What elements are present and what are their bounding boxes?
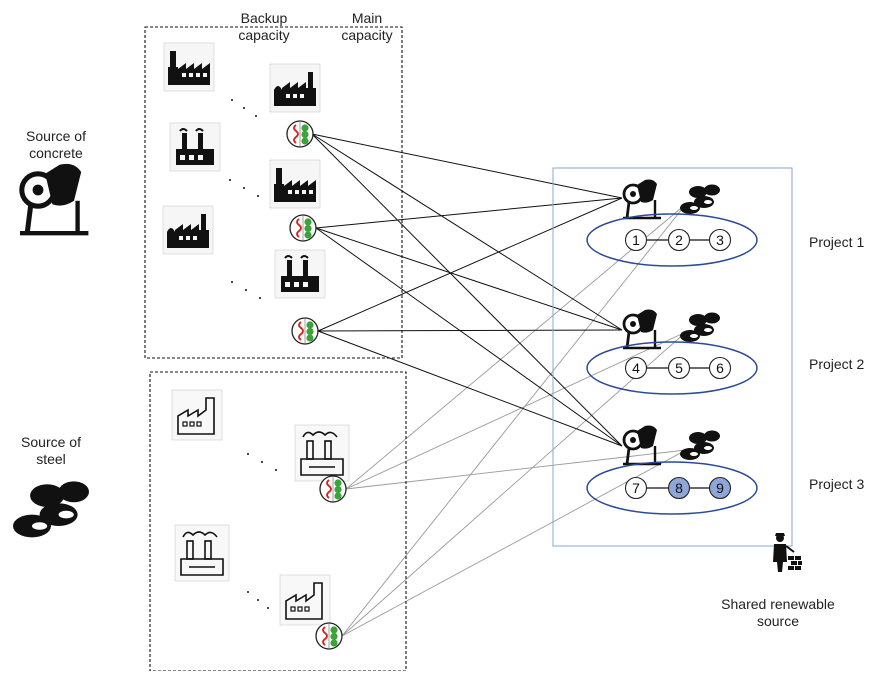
project-3-group (586, 424, 758, 515)
main-capacity-label-line-1: Main (351, 10, 383, 26)
concrete-factory-2-icon (169, 122, 221, 172)
project-1-label: Project 1 (809, 234, 865, 250)
activity-node-2-circle (667, 228, 691, 252)
activity-node-5-circle (667, 356, 691, 380)
activity-node-6-circle (708, 356, 732, 380)
concrete-link-1-to-project-1 (311, 133, 623, 199)
activity-node-3-circle (708, 228, 732, 252)
activity-node-9-circle (708, 476, 732, 500)
source-of-steel-label: Source of steel (16, 434, 86, 468)
project-1-steel-icon (680, 184, 720, 214)
activity-node-1-circle (624, 228, 648, 252)
steel-bars-icon (12, 481, 89, 538)
concrete-link-1-to-project-3 (311, 133, 623, 447)
project-2-ellipse (586, 341, 758, 395)
project-1-concrete-icon (621, 178, 663, 220)
concrete-plant-3-icon (274, 249, 326, 299)
concrete-suppliers-box (144, 26, 403, 359)
concrete-link-3-to-project-3 (317, 330, 623, 447)
project-1-group (586, 178, 758, 267)
main-capacity-label: Main capacity (333, 10, 401, 44)
concrete-plant-2-icon (269, 159, 321, 209)
project-3-ellipse (586, 461, 758, 515)
source-of-steel-label-line-2: steel (36, 451, 66, 467)
concrete-plant-3-capacity-icon (291, 317, 319, 345)
steel-plant-1-icon (294, 424, 350, 482)
activity-node-4-label: 4 (632, 360, 640, 376)
steel-link-1-to-project-1 (345, 203, 687, 490)
source-of-concrete-label-line-1: Source of (26, 128, 86, 144)
concrete-link-3-to-project-1 (317, 197, 623, 332)
worker-with-wall-icon (773, 533, 802, 572)
backup-capacity-label-line-2: capacity (238, 27, 290, 43)
project-3-label: Project 3 (809, 476, 865, 492)
concrete-link-2-to-project-2 (315, 227, 623, 331)
source-of-concrete-label: Source of concrete (16, 128, 96, 162)
activity-node-1-label: 1 (632, 232, 640, 248)
shared-renewable-source-label-line-2: source (756, 613, 800, 629)
activity-node-5-label: 5 (675, 360, 683, 376)
cement-mixer-icon (20, 164, 88, 233)
dotted-connectors (229, 99, 277, 609)
source-of-concrete-label-line-2: concrete (29, 145, 83, 161)
backup-capacity-label: Backup capacity (233, 10, 295, 44)
concrete-link-3-to-project-2 (317, 329, 623, 332)
project-2-label: Project 2 (809, 356, 865, 372)
concrete-link-2-to-project-3 (315, 227, 623, 447)
activity-node-7-circle (624, 476, 648, 500)
activity-node-6-label: 6 (716, 360, 724, 376)
project-3-concrete-icon (621, 424, 663, 466)
activity-node-3-label: 3 (716, 232, 724, 248)
concrete-plant-1-capacity-icon (286, 120, 314, 148)
concrete-factory-1-icon (163, 42, 215, 92)
activity-node-8-label: 8 (675, 480, 683, 496)
steel-factory-2-icon (174, 524, 230, 582)
project-3-steel-icon (680, 430, 720, 460)
project-1-ellipse (586, 213, 758, 267)
activity-node-9-label: 9 (716, 480, 724, 496)
supply-links (311, 133, 687, 637)
steel-link-1-to-project-2 (345, 331, 687, 490)
activity-node-8-circle (667, 476, 691, 500)
project-2-group (586, 308, 758, 395)
steel-factory-1-icon (171, 389, 223, 441)
main-capacity-label-line-2: capacity (341, 27, 393, 43)
steel-link-2-to-project-2 (341, 331, 687, 637)
concrete-plant-2-capacity-icon (289, 214, 317, 242)
renewable-region-box (552, 167, 793, 547)
shared-renewable-source-label-line-1: Shared renewable (721, 596, 835, 612)
steel-plant-1-capacity-icon (319, 475, 347, 503)
concrete-link-2-to-project-1 (315, 197, 623, 229)
steel-link-2-to-project-1 (341, 203, 687, 637)
concrete-link-1-to-project-2 (311, 133, 623, 331)
steel-plant-2-capacity-icon (315, 622, 343, 650)
backup-capacity-label-line-1: Backup (240, 10, 288, 26)
steel-plant-2-icon (279, 574, 331, 626)
project-2-steel-icon (680, 312, 720, 342)
shared-renewable-source-label: Shared renewable source (718, 596, 838, 630)
concrete-factory-3-icon (162, 205, 214, 255)
concrete-plant-1-icon (269, 63, 321, 113)
activity-node-4-circle (624, 356, 648, 380)
activity-nodes: 1 2 3 4 5 6 7 8 9 (624, 228, 732, 500)
activity-node-2-label: 2 (675, 232, 683, 248)
activity-node-7-label: 7 (632, 480, 640, 496)
source-of-steel-label-line-1: Source of (21, 434, 81, 450)
